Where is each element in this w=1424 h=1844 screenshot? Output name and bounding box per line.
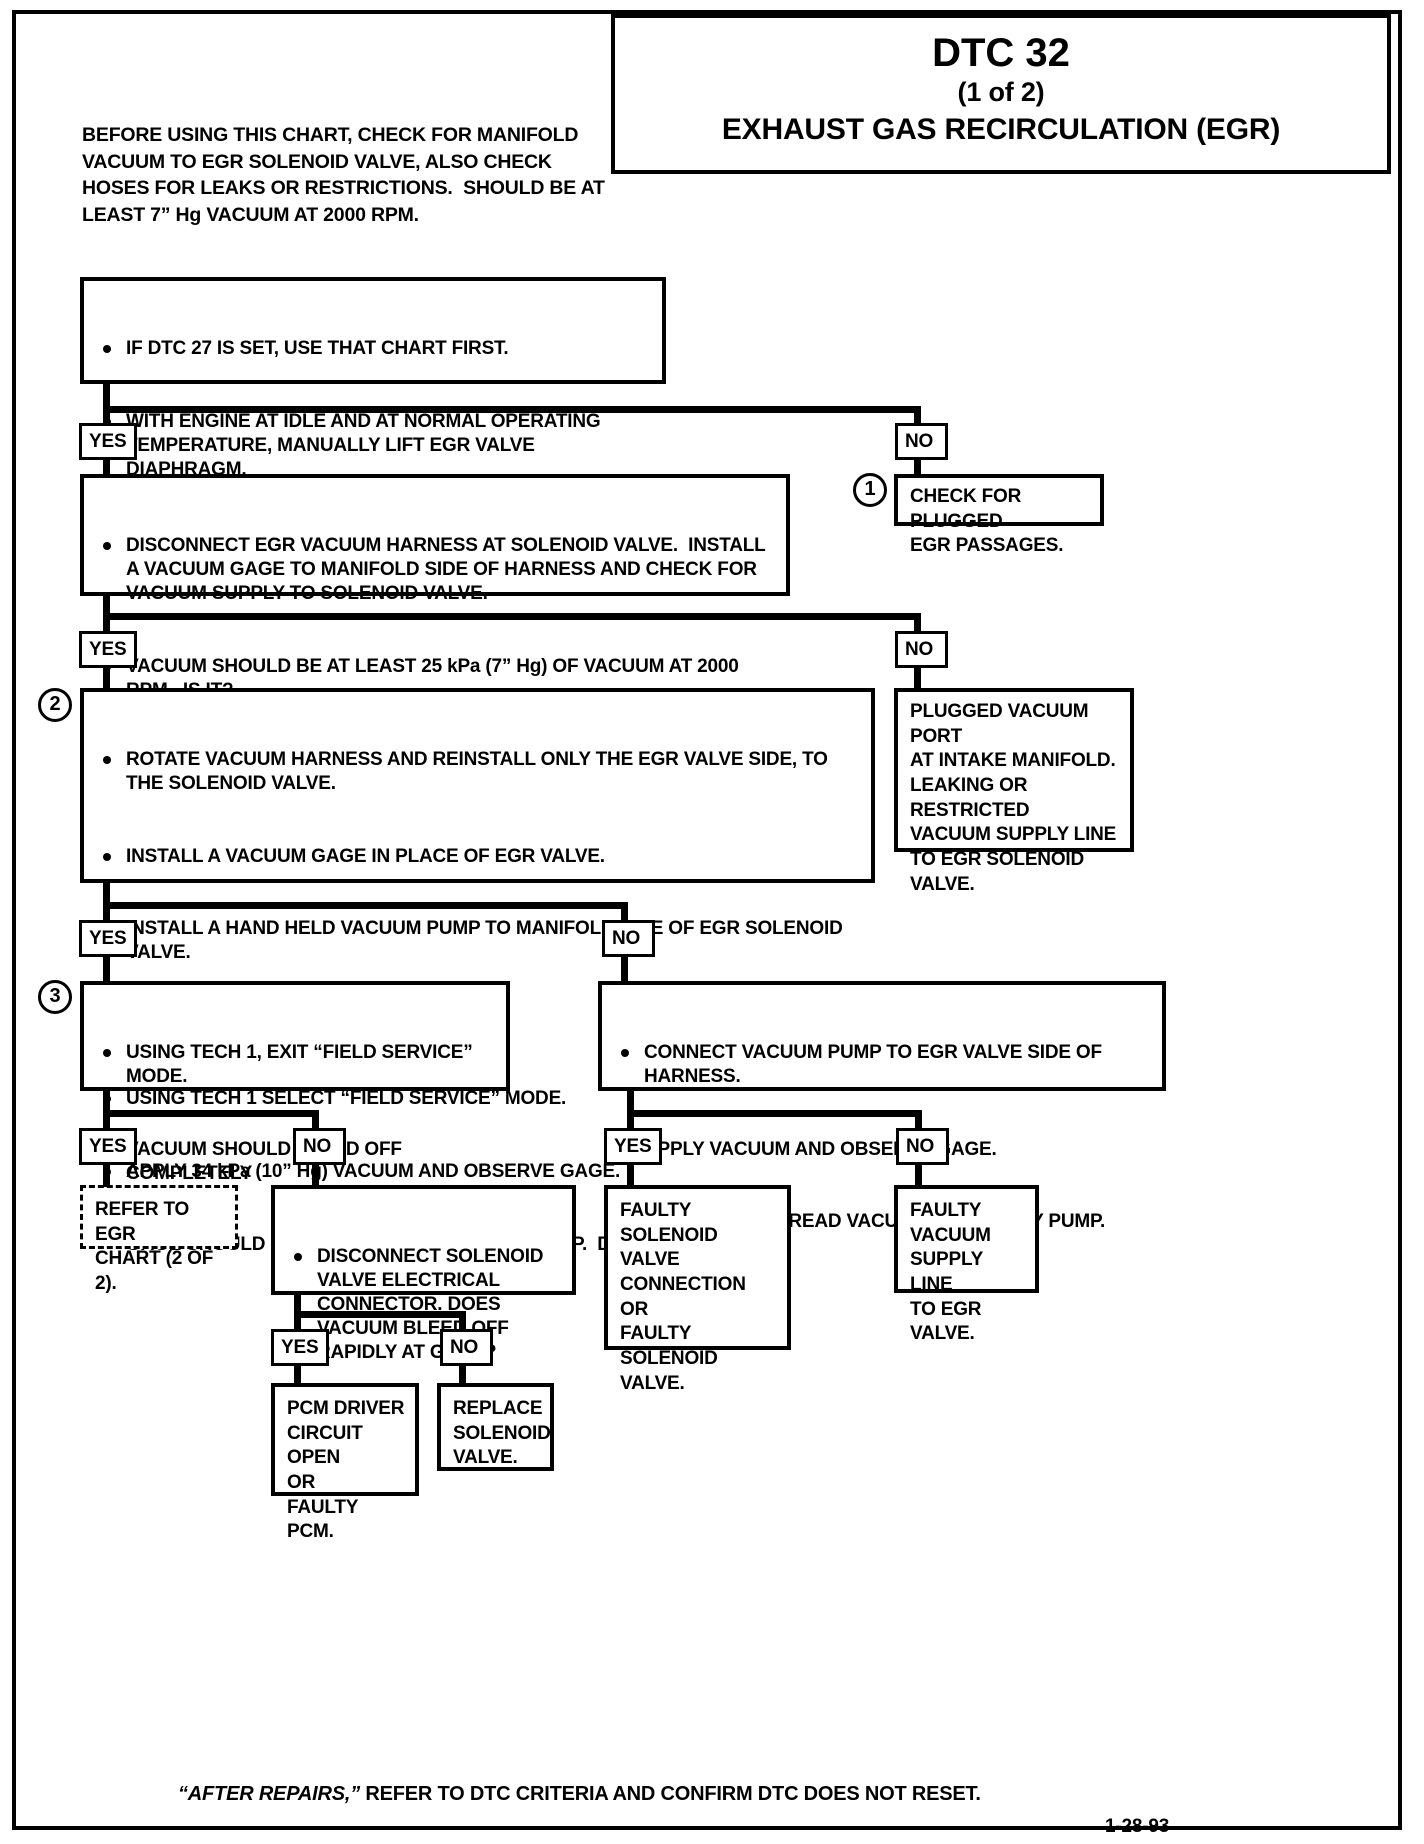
dtc-code: DTC 32 [932, 31, 1070, 75]
branch-label-no: NO [440, 1329, 493, 1366]
connector [915, 1163, 922, 1187]
box-pcm-driver-circuit-open: PCM DRIVER CIRCUIT OPEN OR FAULTY PCM. [271, 1383, 419, 1542]
branch-label-no: NO [895, 423, 948, 460]
footer-date: 1-28-93 [1105, 1816, 1170, 1838]
branch-label-yes: YES [79, 423, 137, 460]
connector [915, 1110, 922, 1132]
connector [103, 902, 628, 909]
connector [627, 1110, 634, 1132]
connector [294, 1311, 301, 1333]
connector [627, 1091, 634, 1115]
connector [103, 955, 110, 983]
connector [103, 1163, 110, 1187]
connector [914, 406, 921, 428]
connector [294, 1364, 301, 1386]
branch-label-no: NO [293, 1128, 346, 1165]
bullet-item: APPLY 34 kPa (10” Hg) VACUUM AND OBSERVE… [96, 1160, 861, 1184]
connector [103, 883, 110, 907]
connector [621, 902, 628, 924]
branch-label-yes: YES [79, 920, 137, 957]
bullet-item: DISCONNECT EGR VACUUM HARNESS AT SOLENOI… [96, 534, 776, 606]
branch-label-no: NO [895, 631, 948, 668]
footer-note-rest: REFER TO DTC CRITERIA AND CONFIRM DTC DO… [360, 1783, 981, 1805]
connector [103, 666, 110, 690]
connector [627, 1110, 922, 1117]
branch-label-yes: YES [79, 631, 137, 668]
connector [914, 666, 921, 690]
bullet-item: INSTALL A VACUUM GAGE IN PLACE OF EGR VA… [96, 845, 861, 869]
connector [459, 1364, 466, 1386]
page-of-label: (1 of 2) [957, 77, 1045, 107]
bullet-item: APPLY VACUUM AND OBSERVE GAGE. [614, 1138, 1152, 1162]
connector [103, 1091, 110, 1115]
connector [621, 955, 628, 983]
footer-doc-info: 1-28-93 MS 9329-6E [1105, 1766, 1209, 1844]
connector [459, 1311, 466, 1333]
connector [103, 384, 110, 410]
branch-label-no: NO [602, 920, 655, 957]
bullet-item: USING TECH 1 SELECT “FIELD SERVICE” MODE… [96, 1087, 861, 1111]
box-check-plugged-egr-passages: CHECK FOR PLUGGED EGR PASSAGES. [894, 474, 1104, 556]
connector [312, 1110, 319, 1132]
footer-note-italic: “AFTER REPAIRS,” [178, 1783, 360, 1805]
system-name: EXHAUST GAS RECIRCULATION (EGR) [721, 113, 1281, 147]
connector [312, 1163, 319, 1187]
connector [103, 613, 110, 635]
box-connect-vacuum-pump: CONNECT VACUUM PUMP TO EGR VALVE SIDE OF… [598, 981, 1166, 1256]
bullet-item: CONNECT VACUUM PUMP TO EGR VALVE SIDE OF… [614, 1041, 1152, 1089]
step-marker-2: 2 [38, 688, 72, 722]
box-replace-solenoid-valve: REPLACE SOLENOID VALVE. [437, 1383, 554, 1471]
box-plugged-vacuum-port: PLUGGED VACUUM PORT AT INTAKE MANIFOLD. … [894, 688, 1134, 895]
bullet-item: INSTALL A HAND HELD VACUUM PUMP TO MANIF… [96, 917, 861, 965]
box-exit-field-service-mode: USING TECH 1, EXIT “FIELD SERVICE” MODE.… [80, 981, 510, 1231]
connector [294, 1295, 301, 1317]
box-start-question: IF DTC 27 IS SET, USE THAT CHART FIRST. … [80, 277, 666, 576]
connector [914, 613, 921, 635]
intro-note: BEFORE USING THIS CHART, CHECK FOR MANIF… [82, 124, 610, 226]
bullet-item: USING TECH 1, EXIT “FIELD SERVICE” MODE. [96, 1041, 496, 1089]
connector [103, 1110, 319, 1117]
step-marker-3: 3 [38, 980, 72, 1014]
box-rotate-vacuum-harness: ROTATE VACUUM HARNESS AND REINSTALL ONLY… [80, 688, 875, 1255]
connector [914, 458, 921, 476]
bullet-item: ROTATE VACUUM HARNESS AND REINSTALL ONLY… [96, 748, 861, 796]
footer-note: “AFTER REPAIRS,” REFER TO DTC CRITERIA A… [178, 1782, 981, 1807]
box-refer-to-egr-chart-2: REFER TO EGR CHART (2 OF 2). [80, 1185, 238, 1294]
branch-label-no: NO [896, 1128, 949, 1165]
box-disconnect-egr-vacuum-harness: DISCONNECT EGR VACUUM HARNESS AT SOLENOI… [80, 474, 790, 701]
step-marker-1: 1 [853, 473, 887, 507]
connector [103, 596, 110, 620]
connector [103, 406, 110, 428]
branch-label-yes: YES [271, 1329, 329, 1366]
box-disconnect-solenoid-connector: DISCONNECT SOLENOID VALVE ELECTRICAL CON… [271, 1185, 576, 1363]
title-block: DTC 32 (1 of 2) EXHAUST GAS RECIRCULATIO… [611, 14, 1391, 174]
connector [627, 1163, 634, 1187]
branch-label-yes: YES [79, 1128, 137, 1165]
branch-label-yes: YES [604, 1128, 662, 1165]
connector [103, 613, 921, 620]
box-faulty-vacuum-supply-line: FAULTY VACUUM SUPPLY LINE TO EGR VALVE. [894, 1185, 1039, 1344]
connector [103, 406, 921, 413]
bullet-item: WITH ENGINE AT IDLE AND AT NORMAL OPERAT… [96, 410, 652, 482]
connector [103, 1110, 110, 1132]
page-border [12, 10, 1402, 1830]
connector [103, 902, 110, 924]
connector [103, 458, 110, 476]
connector [294, 1311, 466, 1318]
bullet-item: IF DTC 27 IS SET, USE THAT CHART FIRST. [96, 337, 652, 361]
box-faulty-solenoid-valve-connection: FAULTY SOLENOID VALVE CONNECTION OR FAUL… [604, 1185, 791, 1394]
